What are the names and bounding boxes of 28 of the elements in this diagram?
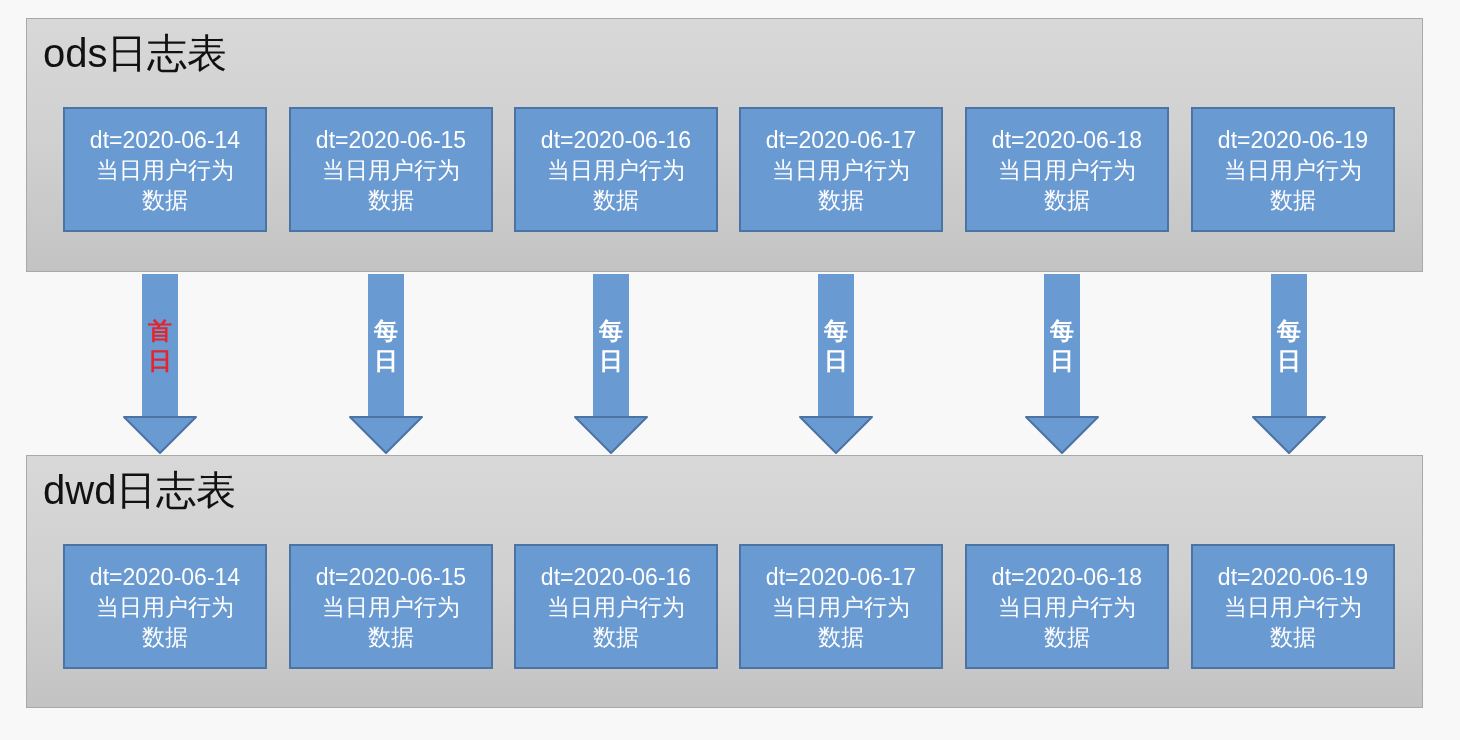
partition-box: dt=2020-06-19 当日用户行为数据 <box>1191 544 1395 669</box>
block-arrow <box>1025 274 1099 454</box>
partition-box: dt=2020-06-16 当日用户行为数据 <box>514 544 718 669</box>
block-arrow <box>123 274 197 454</box>
heading: dwd日志表 <box>43 467 237 514</box>
block-arrow <box>574 274 648 454</box>
edge-label: 每日 <box>823 316 849 376</box>
partition-box: dt=2020-06-17 当日用户行为数据 <box>739 107 943 232</box>
group-panel <box>26 18 1423 272</box>
group-panel <box>26 455 1423 708</box>
edge-label: 每日 <box>1276 316 1302 376</box>
block-arrow <box>1252 274 1326 454</box>
block-arrow <box>349 274 423 454</box>
partition-box: dt=2020-06-16 当日用户行为数据 <box>514 107 718 232</box>
block-arrow <box>799 274 873 454</box>
heading: ods日志表 <box>43 30 228 77</box>
partition-box: dt=2020-06-14 当日用户行为数据 <box>63 107 267 232</box>
partition-box: dt=2020-06-15 当日用户行为数据 <box>289 544 493 669</box>
partition-box: dt=2020-06-15 当日用户行为数据 <box>289 107 493 232</box>
edge-label: 首日 <box>147 316 173 376</box>
partition-box: dt=2020-06-17 当日用户行为数据 <box>739 544 943 669</box>
edge-label: 每日 <box>373 316 399 376</box>
partition-box: dt=2020-06-18 当日用户行为数据 <box>965 107 1169 232</box>
edge-label: 每日 <box>1049 316 1075 376</box>
edge-label: 每日 <box>598 316 624 376</box>
partition-box: dt=2020-06-18 当日用户行为数据 <box>965 544 1169 669</box>
partition-box: dt=2020-06-19 当日用户行为数据 <box>1191 107 1395 232</box>
partition-box: dt=2020-06-14 当日用户行为数据 <box>63 544 267 669</box>
